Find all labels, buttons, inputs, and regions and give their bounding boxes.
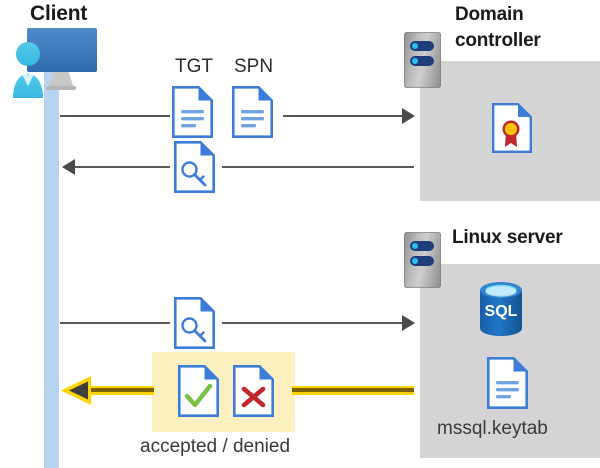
linux-server-title: Linux server bbox=[452, 227, 563, 248]
client-icon bbox=[6, 26, 111, 98]
sql-database-icon: SQL bbox=[476, 281, 526, 337]
keytab-label: mssql.keytab bbox=[437, 418, 548, 439]
arrowhead-to-linux-server bbox=[402, 315, 416, 336]
server-led-bottom bbox=[410, 256, 434, 266]
domain-controller-title-line1: Domain bbox=[455, 4, 524, 25]
client-lifeline bbox=[44, 72, 59, 468]
server-rack-icon bbox=[404, 232, 441, 288]
arrowhead-to-domain-controller bbox=[402, 108, 416, 129]
flow-line-result-right bbox=[292, 386, 414, 395]
svg-text:SQL: SQL bbox=[485, 303, 518, 320]
flow-line-present-right bbox=[222, 322, 410, 324]
flow-line-ticket-right bbox=[222, 166, 414, 168]
flow-line-present-left bbox=[60, 322, 170, 324]
arrowhead-to-client-ticket bbox=[61, 159, 75, 180]
key-document-icon bbox=[174, 141, 215, 193]
key-document-icon bbox=[174, 297, 215, 349]
domain-controller-title-line2: controller bbox=[455, 30, 541, 51]
spn-document-icon bbox=[232, 86, 273, 138]
tgt-label: TGT bbox=[175, 56, 213, 77]
text-document-icon bbox=[487, 357, 528, 409]
flow-line-ticket-left bbox=[74, 166, 170, 168]
flow-line-request-left bbox=[60, 115, 170, 117]
certificate-document-icon bbox=[492, 103, 532, 153]
x-document-icon bbox=[233, 365, 274, 417]
domain-controller-title: Domain controller bbox=[455, 2, 595, 54]
check-document-icon bbox=[178, 365, 219, 417]
flow-line-result-left bbox=[84, 386, 154, 395]
arrowhead-to-client-result bbox=[60, 375, 92, 411]
accepted-denied-label: accepted / denied bbox=[140, 436, 291, 457]
spn-label: SPN bbox=[234, 56, 274, 77]
flow-line-request-right bbox=[283, 115, 410, 117]
server-led-top bbox=[410, 41, 434, 51]
server-led-bottom bbox=[410, 56, 434, 66]
tgt-document-icon bbox=[172, 86, 213, 138]
server-rack-icon bbox=[404, 32, 441, 88]
server-led-top bbox=[410, 241, 434, 251]
client-title: Client bbox=[30, 2, 88, 25]
